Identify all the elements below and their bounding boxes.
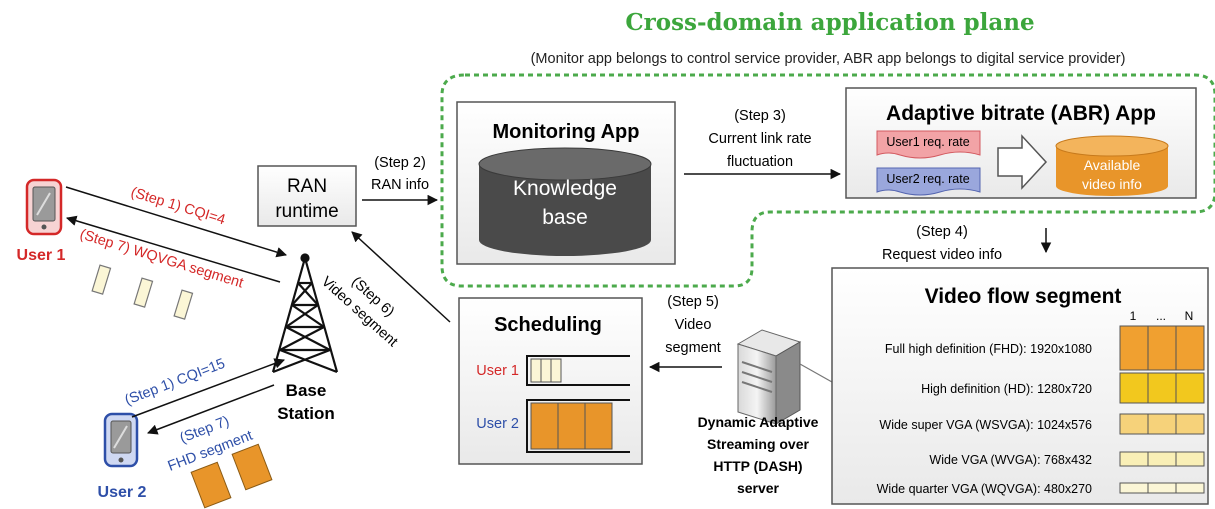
- user1-request-rate-label: User1 req. rate: [886, 135, 969, 149]
- video-flow-col-last: N: [1185, 309, 1194, 323]
- step2-label-2: RAN info: [371, 177, 429, 193]
- video-flow-segment-cell: [1147, 482, 1177, 494]
- ran-runtime-label-2: runtime: [275, 201, 338, 222]
- video-flow-segment-cell: [1175, 372, 1205, 404]
- base-station-tower-icon: [271, 253, 339, 374]
- ran-runtime-label-1: RAN: [287, 176, 327, 197]
- step3-label-3: fluctuation: [727, 154, 793, 170]
- server-connector: [799, 363, 833, 383]
- user1-request-rate: User1 req. rate: [876, 130, 981, 159]
- video-flow-col-mid: ...: [1156, 309, 1166, 323]
- video-flow-rows: Full high definition (FHD): 1920x1080Hig…: [877, 325, 1205, 496]
- step3-label-2: Current link rate: [708, 131, 811, 147]
- abr-app-title: Adaptive bitrate (ABR) App: [886, 102, 1156, 125]
- user2-label: User 2: [98, 484, 147, 501]
- step6-label: (Step 6) Video segment: [318, 274, 400, 350]
- available-video-info-cylinder: Available video info: [1055, 135, 1169, 196]
- step3-label-1: (Step 3): [734, 108, 786, 124]
- video-flow-row-label: Wide quarter VGA (WQVGA): 480x270: [877, 482, 1092, 496]
- video-flow-segment-cell: [1119, 482, 1149, 494]
- wqvga-segment-3: [173, 289, 194, 320]
- dash-label-1: Dynamic Adaptive: [698, 414, 819, 430]
- scheduling-user2-queue: [526, 399, 630, 453]
- video-flow-segment-cell: [1119, 451, 1149, 467]
- step1-user2-arrow: [131, 358, 285, 418]
- plane-title: Cross-domain application plane: [625, 9, 1034, 36]
- video-flow-segment-cell: [1147, 372, 1177, 404]
- user2-request-rate: User2 req. rate: [876, 167, 981, 196]
- video-flow-col-first: 1: [1130, 309, 1137, 323]
- fhd-segment-2: [231, 443, 273, 491]
- video-flow-row-label: Full high definition (FHD): 1920x1080: [885, 342, 1092, 356]
- video-flow-row-name: Wide VGA (WVGA):: [929, 453, 1044, 467]
- video-flow-segment-cell: [1175, 413, 1205, 435]
- step6-arrow: [351, 231, 451, 323]
- video-flow-row-resolution: 768x432: [1044, 453, 1092, 467]
- scheduling-user1-queue: [526, 355, 630, 386]
- scheduling-title: Scheduling: [494, 314, 602, 336]
- dash-label-4: server: [737, 480, 780, 496]
- available-video-info-label-2: video info: [1082, 176, 1142, 192]
- dash-label-2: Streaming over: [707, 436, 809, 452]
- step5-label-3: segment: [665, 340, 721, 356]
- video-flow-row-resolution: 480x270: [1044, 482, 1092, 496]
- scheduling-user2-label: User 2: [476, 416, 519, 432]
- video-flow-segment-cell: [1119, 372, 1149, 404]
- scheduling-user1-label: User 1: [476, 363, 519, 379]
- user1-label: User 1: [17, 247, 66, 264]
- video-flow-row-resolution: 1920x1080: [1030, 342, 1092, 356]
- video-flow-segment-cell: [1175, 451, 1205, 467]
- video-flow-segment-cell: [1119, 325, 1149, 371]
- ran-runtime-box: RAN runtime: [257, 165, 357, 227]
- step7-user2-arrow: [147, 384, 275, 435]
- video-flow-row-resolution: 1280x720: [1037, 382, 1092, 396]
- base-station-label-1: Base: [286, 381, 327, 400]
- step5-label-2: Video: [675, 317, 712, 333]
- step4-label-2: Request video info: [882, 247, 1002, 263]
- video-flow-row-label: Wide VGA (WVGA): 768x432: [929, 453, 1092, 467]
- plane-subtitle: (Monitor app belongs to control service …: [531, 51, 1126, 67]
- video-flow-segment-cell: [1175, 482, 1205, 494]
- video-flow-title: Video flow segment: [925, 285, 1122, 308]
- video-flow-row-name: Full high definition (FHD):: [885, 342, 1030, 356]
- dash-label-3: HTTP (DASH): [713, 458, 802, 474]
- wqvga-segment-2: [133, 277, 154, 308]
- fhd-segments: [190, 443, 273, 509]
- monitoring-app-title: Monitoring App: [493, 121, 640, 143]
- knowledge-base-cylinder: Knowledge base: [478, 147, 652, 256]
- step7-user1-arrow: [65, 215, 281, 283]
- video-flow-row-resolution: 1024x576: [1037, 418, 1092, 432]
- step1-user1-arrow: [65, 186, 288, 258]
- video-flow-segment-cell: [1175, 325, 1205, 371]
- step5-label-1: (Step 5): [667, 294, 719, 310]
- fhd-segment-1: [190, 461, 232, 509]
- knowledge-base-label-1: Knowledge: [513, 177, 617, 200]
- block-arrow-icon: [997, 134, 1048, 190]
- step2-label-1: (Step 2): [374, 155, 426, 171]
- step4-label-1: (Step 4): [916, 224, 968, 240]
- wqvga-segment-1: [91, 264, 112, 295]
- video-flow-row-label: Wide super VGA (WSVGA): 1024x576: [879, 418, 1092, 432]
- base-station-label-2: Station: [277, 404, 335, 423]
- user2-request-rate-label: User2 req. rate: [886, 172, 969, 186]
- video-flow-row-name: High definition (HD):: [921, 382, 1037, 396]
- knowledge-base-label-2: base: [542, 206, 588, 229]
- wqvga-segments: [91, 264, 194, 320]
- video-flow-segment-cell: [1147, 451, 1177, 467]
- video-flow-segment-cell: [1147, 325, 1177, 371]
- video-flow-segment-cell: [1119, 413, 1149, 435]
- user1-phone-icon: [25, 178, 63, 236]
- available-video-info-label-1: Available: [1084, 157, 1141, 173]
- video-flow-segment-cell: [1147, 413, 1177, 435]
- dash-server-icon: [736, 329, 802, 425]
- user2-phone-icon: [103, 412, 139, 468]
- video-flow-row-label: High definition (HD): 1280x720: [921, 382, 1092, 396]
- video-flow-row-name: Wide quarter VGA (WQVGA):: [877, 482, 1044, 496]
- video-flow-row-name: Wide super VGA (WSVGA):: [879, 418, 1037, 432]
